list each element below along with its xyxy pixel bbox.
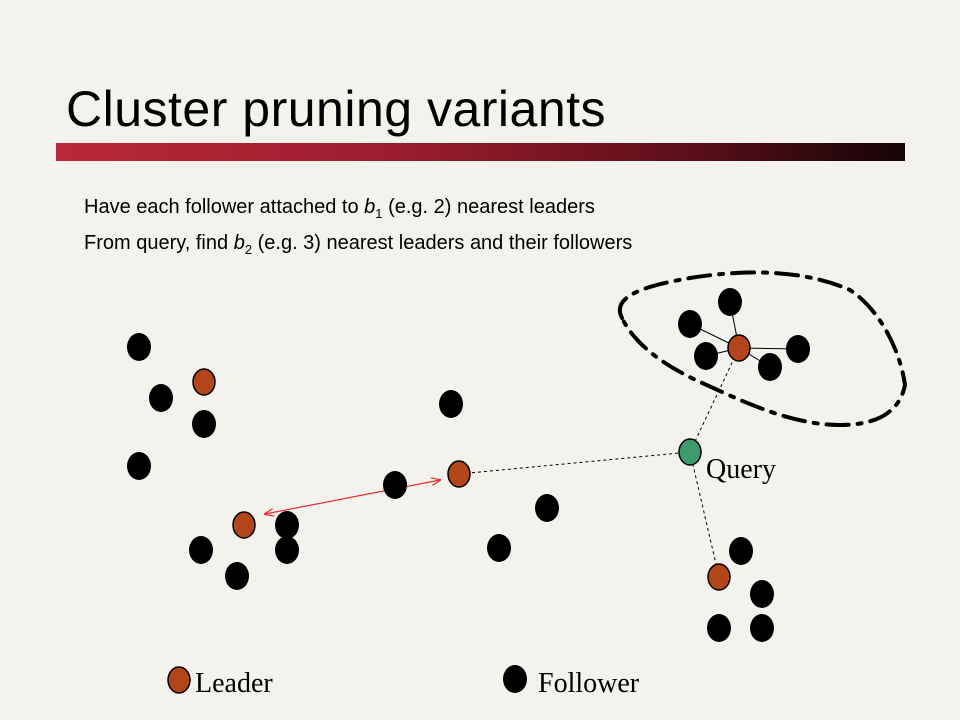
legend: Leader Follower (167, 665, 640, 699)
query-label: Query (706, 454, 776, 485)
bullet-2-text-end: (e.g. 3) nearest leaders and their follo… (252, 232, 633, 254)
bullet-2-subscript: 2 (244, 242, 253, 257)
follower-dot (383, 471, 407, 499)
follower-dot (707, 614, 731, 642)
follower-dot (189, 536, 213, 564)
follower-dot (149, 384, 173, 412)
slide-title: Cluster pruning variants (66, 81, 607, 137)
legend-leader-label: Leader (195, 668, 273, 699)
bullet-list: Have each follower attached to b1 (e.g. … (84, 192, 632, 264)
follower-dot (786, 335, 810, 363)
follower-dot (758, 353, 782, 381)
follower-dot (127, 452, 151, 480)
follower-dot (718, 288, 742, 316)
bullet-1-text-start: Have each follower attached to (84, 196, 365, 218)
leader-dot (192, 368, 216, 396)
leader-dot (447, 460, 471, 488)
follower-dot (487, 534, 511, 562)
follower-dot (535, 494, 559, 522)
query-links (458, 347, 740, 578)
follower-dot (127, 333, 151, 361)
bullet-1-variable: b (364, 196, 376, 218)
follower-dot (750, 614, 774, 642)
follower-dot (275, 536, 299, 564)
bullet-1-subscript: 1 (375, 206, 383, 221)
legend-leader-icon (167, 666, 191, 694)
followers (127, 288, 810, 642)
follower-dot (694, 342, 718, 370)
bullet-item-1: Have each follower attached to b1 (e.g. … (84, 192, 632, 228)
leaders (192, 334, 751, 591)
follower-dot (225, 562, 249, 590)
follower-dot (275, 511, 299, 539)
follower-dot (750, 580, 774, 608)
legend-follower-label: Follower (538, 668, 640, 699)
cluster-boundary (617, 270, 908, 428)
leader-dot (727, 334, 751, 362)
bullet-item-2: From query, find b2 (e.g. 3) nearest lea… (84, 228, 632, 264)
leader-dot (232, 511, 256, 539)
follower-dot (192, 410, 216, 438)
follower-dot (678, 310, 702, 338)
bullet-2-variable: b (233, 232, 245, 254)
leader-dot (707, 563, 731, 591)
query-link-top (689, 347, 740, 453)
follower-dot (729, 537, 753, 565)
bullet-1-text-end: (e.g. 2) nearest leaders (382, 196, 595, 218)
distance-arrow (265, 480, 440, 514)
follower-dot (439, 390, 463, 418)
title-underline-bar (56, 143, 905, 161)
query-link-middle (458, 451, 691, 475)
legend-follower-icon (503, 665, 527, 693)
bullet-2-text-start: From query, find (84, 232, 234, 254)
query-dot (678, 438, 702, 466)
